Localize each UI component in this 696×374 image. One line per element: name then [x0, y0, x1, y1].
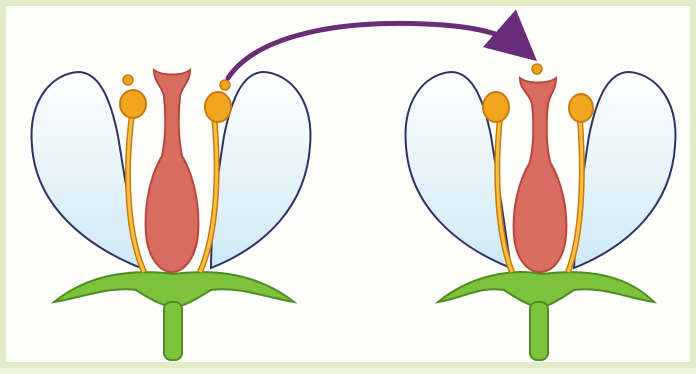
- flower-left-pollen-grain-1: [123, 75, 133, 85]
- flower-right-stem: [530, 302, 548, 360]
- flower-right-anther-left: [483, 92, 509, 122]
- flower-left-anther-right: [205, 92, 231, 122]
- pollination-arrow: [228, 23, 522, 78]
- flower-left-sepals: [54, 272, 294, 306]
- flower-left-pollen-grain-2: [220, 80, 230, 90]
- flower-left-anther-left: [120, 90, 146, 118]
- flower-right-sepals: [438, 272, 654, 306]
- flower-right: [406, 64, 676, 360]
- flower-left-pistil: [146, 70, 199, 272]
- pollination-diagram: [6, 6, 696, 374]
- flower-left: [32, 70, 311, 360]
- flower-left-stem: [164, 302, 182, 360]
- flower-right-pistil: [514, 78, 567, 272]
- flower-right-anther-right: [569, 94, 593, 122]
- flower-right-pollen-on-stigma: [532, 64, 542, 74]
